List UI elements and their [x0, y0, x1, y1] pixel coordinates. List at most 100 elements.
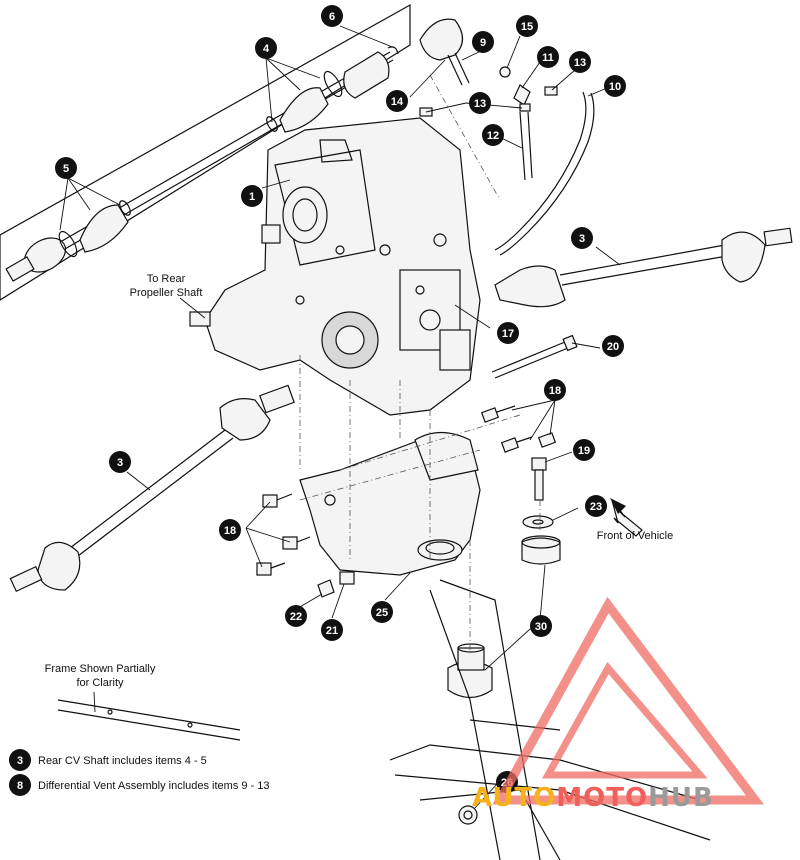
callout-number: 9 [480, 37, 486, 49]
long-bolt [491, 334, 578, 379]
callout-marker: 18 [219, 519, 241, 541]
callout-circle [55, 157, 77, 179]
callout-circle [482, 124, 504, 146]
callout-number: 18 [224, 525, 236, 537]
callout-markers: 1334569101112131314151718181920212223252… [55, 5, 626, 793]
callout-circle [569, 51, 591, 73]
legend: 3 Rear CV Shaft includes items 4 - 5 8 D… [9, 749, 270, 796]
callout-marker: 23 [585, 495, 607, 517]
callout-number: 22 [290, 611, 302, 623]
frame-partial [57, 579, 711, 860]
frame-note-line1: Frame Shown Partially [45, 663, 156, 675]
callout-marker: 21 [321, 619, 343, 641]
callout-marker: 11 [537, 46, 559, 68]
callout-circle [573, 439, 595, 461]
callout-circle [530, 615, 552, 637]
vent-hose-assembly [419, 18, 595, 256]
legend-badge [9, 774, 31, 796]
watermark-word-moto: MOTO [556, 783, 648, 813]
callout-number: 30 [535, 621, 547, 633]
front-of-vehicle-label: Front of Vehicle [597, 530, 673, 542]
watermark-logo: AUTOMOTOHUB [472, 596, 765, 813]
callout-number: 4 [263, 43, 270, 55]
isolator-stack [447, 457, 561, 699]
callout-marker: 17 [497, 322, 519, 344]
callout-circle [469, 92, 491, 114]
callout-circle [602, 335, 624, 357]
callout-number: 11 [542, 52, 554, 64]
callout-circle [516, 15, 538, 37]
callout-circle [585, 495, 607, 517]
callout-marker: 22 [285, 605, 307, 627]
callout-number: 1 [249, 191, 255, 203]
callout-number: 15 [521, 21, 533, 33]
legend-text: Rear CV Shaft includes items 4 - 5 [38, 755, 207, 767]
callout-number: 13 [574, 57, 586, 69]
callout-number: 25 [376, 607, 388, 619]
callout-circle [604, 75, 626, 97]
callout-circle [371, 601, 393, 623]
callout-circle [497, 322, 519, 344]
callout-circle [255, 37, 277, 59]
callout-marker: 13 [569, 51, 591, 73]
callout-number: 20 [607, 341, 619, 353]
callout-number: 19 [578, 445, 590, 457]
mounting-bracket [299, 431, 481, 576]
alignment-lines [299, 74, 541, 650]
propeller-label-line1: To Rear [147, 273, 186, 285]
watermark-text: AUTOMOTOHUB [472, 783, 714, 813]
callout-number: 23 [590, 501, 602, 513]
callout-circle [537, 46, 559, 68]
nut-washer [317, 571, 355, 598]
callout-number: 18 [549, 385, 561, 397]
callout-number: 3 [579, 233, 585, 245]
callout-marker: 19 [573, 439, 595, 461]
callout-number: 14 [391, 96, 404, 108]
legend-item: 3 Rear CV Shaft includes items 4 - 5 [9, 749, 207, 771]
callout-circle [321, 619, 343, 641]
callout-marker: 18 [544, 379, 566, 401]
callout-marker: 4 [255, 37, 277, 59]
callout-number: 21 [326, 625, 338, 637]
callout-circle [241, 185, 263, 207]
watermark-word-auto: AUTO [472, 783, 556, 813]
callout-circle [544, 379, 566, 401]
callout-circle [571, 227, 593, 249]
callout-circle [472, 31, 494, 53]
callout-circle [285, 605, 307, 627]
callout-marker: 20 [602, 335, 624, 357]
callout-marker: 9 [472, 31, 494, 53]
callout-marker: 3 [571, 227, 593, 249]
callout-marker: 30 [530, 615, 552, 637]
callout-marker: 10 [604, 75, 626, 97]
watermark-inner-triangle-icon [542, 661, 708, 779]
front-of-vehicle-arrow [610, 498, 643, 537]
callout-marker: 12 [482, 124, 504, 146]
callout-marker: 5 [55, 157, 77, 179]
callout-number: 17 [502, 328, 514, 340]
callout-marker: 6 [321, 5, 343, 27]
rear-cv-shaft-right [494, 227, 793, 308]
callout-number: 10 [609, 81, 621, 93]
upper-axle-panel [0, 3, 411, 301]
callout-marker: 15 [516, 15, 538, 37]
legend-badge [9, 749, 31, 771]
watermark-triangle-icon [492, 596, 765, 805]
callout-circle [321, 5, 343, 27]
legend-item: 8 Differential Vent Assembly includes it… [9, 774, 270, 796]
callout-number: 13 [474, 98, 486, 110]
callout-marker: 13 [469, 92, 491, 114]
callout-number: 6 [329, 11, 335, 23]
callout-number: 12 [487, 130, 499, 142]
propeller-label-line2: Propeller Shaft [130, 287, 203, 299]
legend-badge-number: 3 [17, 755, 23, 767]
callout-marker: 1 [241, 185, 263, 207]
callout-circle [219, 519, 241, 541]
bolt-set [256, 405, 557, 576]
callout-number: 3 [117, 457, 123, 469]
callout-marker: 25 [371, 601, 393, 623]
rear-cv-shaft-left [9, 384, 295, 593]
callout-marker: 3 [109, 451, 131, 473]
callout-circle [109, 451, 131, 473]
